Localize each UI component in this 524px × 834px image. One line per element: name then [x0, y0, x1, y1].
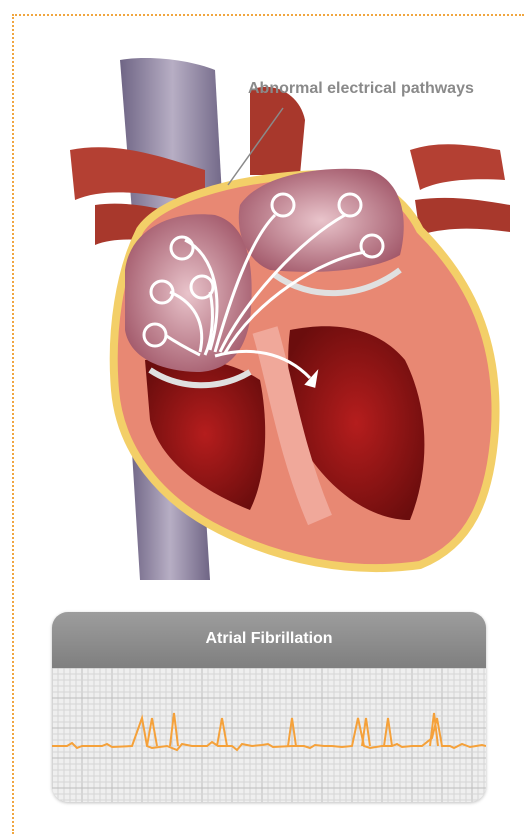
abnormal-pathways-label: Abnormal electrical pathways — [248, 80, 474, 98]
ecg-panel: Atrial Fibrillation — [52, 612, 486, 802]
ecg-strip — [52, 668, 486, 802]
ecg-header: Atrial Fibrillation — [52, 612, 486, 668]
ecg-title: Atrial Fibrillation — [52, 630, 486, 648]
